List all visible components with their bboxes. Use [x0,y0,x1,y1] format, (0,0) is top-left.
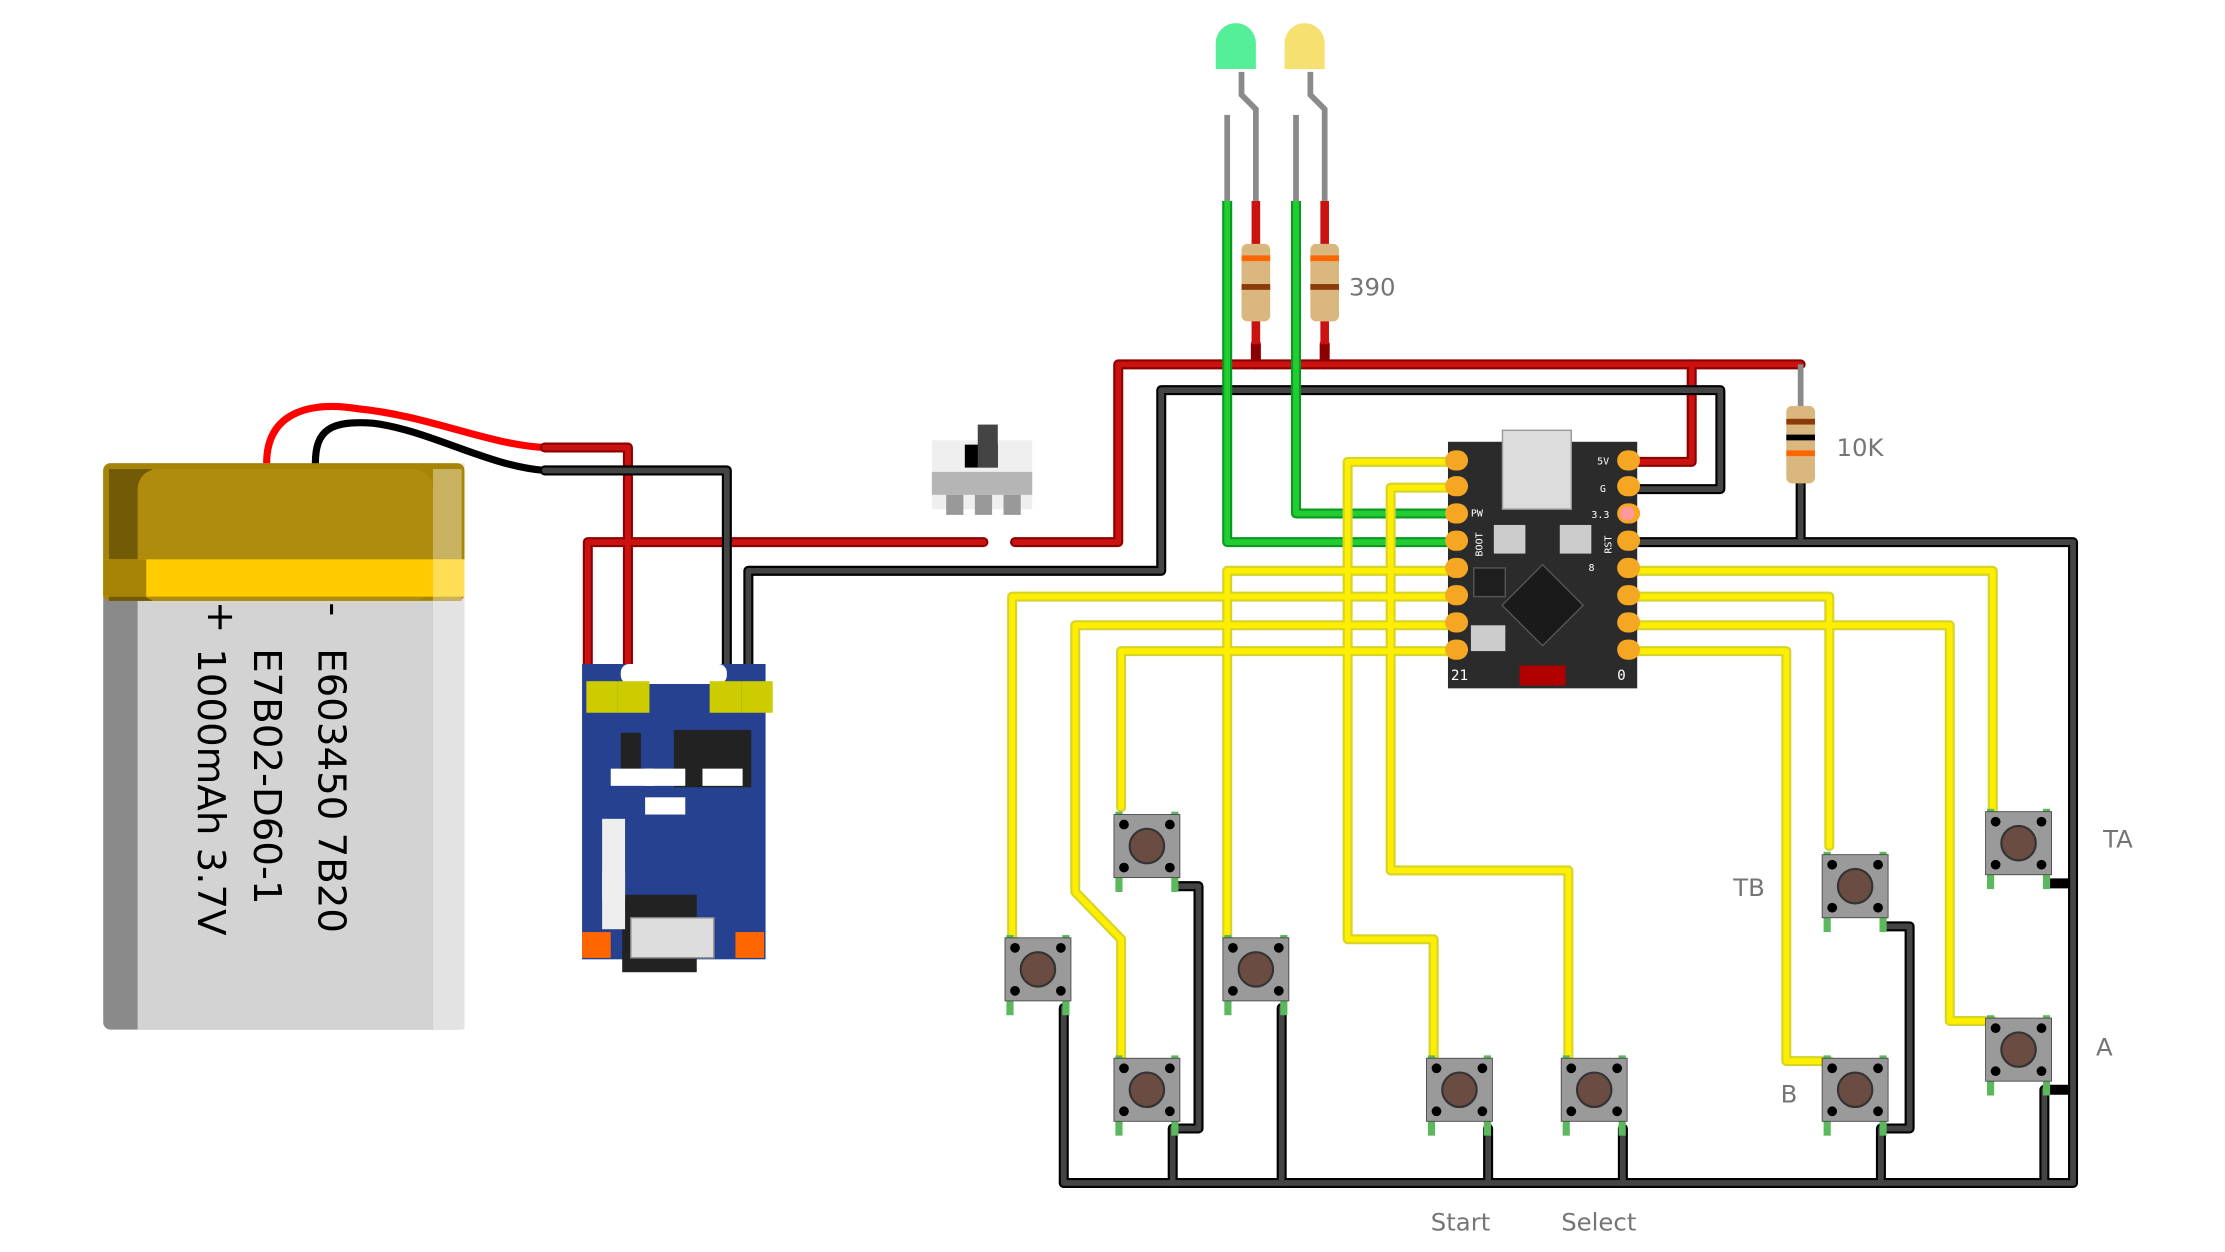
signal-wires[interactable] [1007,456,1998,1067]
pin-0-label: 0 [1617,668,1626,684]
battery-label-line1: E603450 7B20 [308,648,353,933]
push-button-b[interactable] [1821,1055,1889,1136]
push-button-up[interactable] [1113,811,1181,892]
push-button-ta[interactable] [1985,808,2052,890]
pin-boot-label: BOOT [1474,532,1485,556]
push-button-tb[interactable] [1821,851,1889,933]
battery-label-line3: 1000mAh 3.7V [188,648,233,936]
battery-black-lead[interactable] [311,419,546,475]
battery-minus-label: - [311,602,356,616]
push-button-select[interactable] [1560,1055,1628,1136]
pin-g-label: G [1600,484,1606,495]
button-label-a: A [2096,1032,2113,1061]
slide-switch[interactable] [931,424,1033,515]
charger-module [582,663,773,973]
button-label-tb: TB [1732,873,1765,902]
lipo-battery: - + E603450 7B20 E7B02-D60-1 1000mAh 3.7… [103,463,465,1030]
push-button-down[interactable] [1113,1055,1181,1136]
pullup-resistor [1786,364,1815,484]
led-yellow [1284,23,1328,201]
pin-8-label: 8 [1588,563,1594,574]
battery-plus-label: + [198,601,243,633]
resistor-10k-label: 10K [1836,433,1884,462]
led-green [1215,23,1259,201]
pin-pw-label: PW [1471,508,1484,519]
button-label-select: Select [1561,1207,1636,1236]
power-wires[interactable] [539,339,2079,1188]
resistor-390-label: 390 [1349,273,1396,302]
led-resistors [1241,200,1340,345]
push-button-start[interactable] [1426,1055,1493,1136]
push-buttons [1004,808,2052,1136]
push-button-left[interactable] [1004,934,1072,1016]
battery-label-line2: E7B02-D60-1 [244,648,289,904]
battery-red-lead[interactable] [263,402,545,464]
pin-rst-label: RST [1603,536,1614,554]
push-button-a[interactable] [1985,1015,2052,1096]
pin-5v-label: 5V [1597,457,1609,468]
push-button-right[interactable] [1222,934,1290,1016]
pin-33-label: 3.3 [1591,510,1609,521]
microcontroller-board [1445,429,1641,689]
button-label-start: Start [1431,1207,1491,1236]
button-label-ta: TA [2102,824,2133,853]
pin-21-label: 21 [1451,668,1468,684]
button-label-b: B [1781,1080,1798,1109]
led-wires[interactable] [1222,200,1457,548]
